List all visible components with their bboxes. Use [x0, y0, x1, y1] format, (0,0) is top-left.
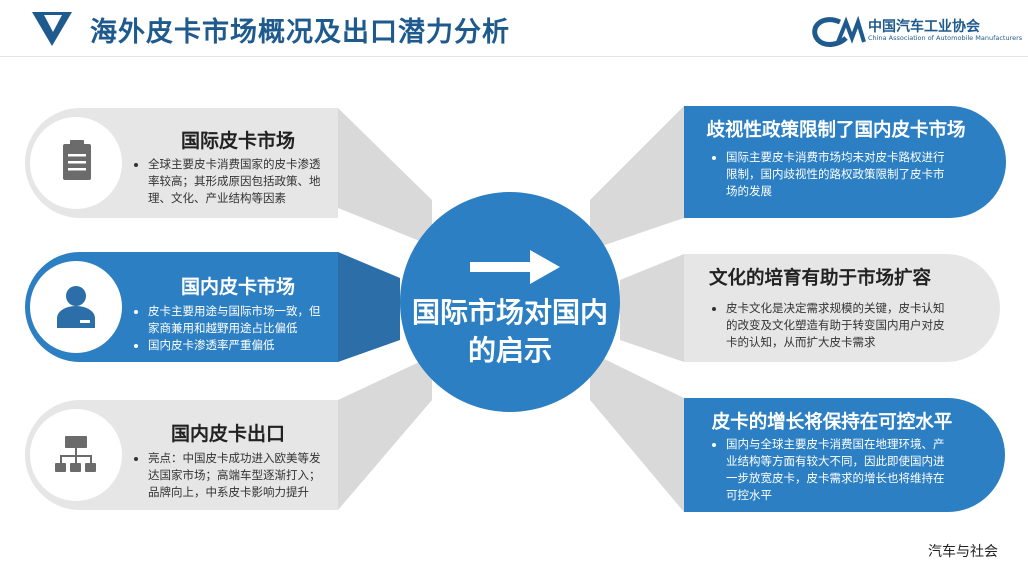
page-title: 海外皮卡市场概况及出口潜力分析 [90, 17, 510, 48]
caam-logo-mark [812, 15, 866, 47]
right-box-bullets: 皮卡文化是决定需求规模的关键，皮卡认知的改变及文化塑造有助于转变国内用户对皮卡的… [712, 300, 952, 351]
logo-name-cn: 中国汽车工业协会 [868, 19, 980, 35]
center-circle [400, 192, 620, 412]
bullet-item: 全球主要皮卡消费国家的皮卡渗透率较高；其形成原因包括政策、地理、文化、产业结构等… [148, 156, 330, 207]
bullet-item: 皮卡主要用途与国际市场一致，但家商兼用和越野用途占比偏低 [148, 303, 330, 337]
connector-left-3 [338, 356, 432, 510]
right-box-bullets: 国际主要皮卡消费市场均未对皮卡路权进行限制，国内歧视性的路权政策限制了皮卡市场的… [712, 149, 952, 200]
connector-right-2 [620, 254, 684, 362]
left-box-bullets: 亮点：中国皮卡成功进入欧美等发达国家市场；高端车型逐渐打入；品牌向上，中系皮卡影… [134, 450, 330, 501]
connector-left-1 [338, 108, 432, 246]
right-box-1 [684, 106, 1006, 218]
right-box-title: 皮卡的增长将保持在可控水平 [711, 412, 953, 433]
left-box-title: 国内皮卡市场 [180, 276, 295, 298]
connector-right-1 [590, 106, 684, 250]
right-box-2 [684, 254, 1000, 362]
network-icon [55, 436, 96, 472]
bullet-item: 国内与全球主要皮卡消费国在地理环境、产业结构等方面有较大不同，因此即使国内进一步… [726, 436, 952, 504]
watermark-text: 汽车与社会 [928, 544, 998, 560]
left-box-bullets: 皮卡主要用途与国际市场一致，但家商兼用和越野用途占比偏低 国内皮卡渗透率严重偏低 [134, 303, 330, 354]
right-box-title: 歧视性政策限制了国内皮卡市场 [706, 120, 966, 141]
right-box-bullets: 国内与全球主要皮卡消费国在地理环境、产业结构等方面有较大不同，因此即使国内进一步… [712, 436, 952, 504]
bullet-item: 皮卡文化是决定需求规模的关键，皮卡认知的改变及文化塑造有助于转变国内用户对皮卡的… [726, 300, 952, 351]
logo-name-en: China Association of Automobile Manufact… [868, 34, 1023, 42]
clipboard-icon [63, 140, 91, 180]
header-divider [0, 56, 1028, 57]
center-title: 国际市场对国内 的启示 [411, 296, 608, 367]
bullet-item: 国内皮卡渗透率严重偏低 [148, 337, 330, 354]
arrow-right-icon [470, 250, 560, 284]
right-box-title: 文化的培育有助于市场扩容 [708, 268, 931, 289]
header-triangle-inner [44, 15, 62, 32]
left-box-title: 国际皮卡市场 [180, 130, 295, 152]
right-box-3 [684, 398, 1005, 512]
left-box-bullets: 全球主要皮卡消费国家的皮卡渗透率较高；其形成原因包括政策、地理、文化、产业结构等… [134, 156, 330, 207]
connector-right-3 [590, 352, 684, 512]
connector-left-2 [338, 252, 400, 362]
left-box-title: 国内皮卡出口 [170, 423, 285, 445]
bullet-item: 亮点：中国皮卡成功进入欧美等发达国家市场；高端车型逐渐打入；品牌向上，中系皮卡影… [148, 450, 330, 501]
bullet-item: 国际主要皮卡消费市场均未对皮卡路权进行限制，国内歧视性的路权政策限制了皮卡市场的… [726, 149, 952, 200]
user-icon [57, 286, 95, 328]
